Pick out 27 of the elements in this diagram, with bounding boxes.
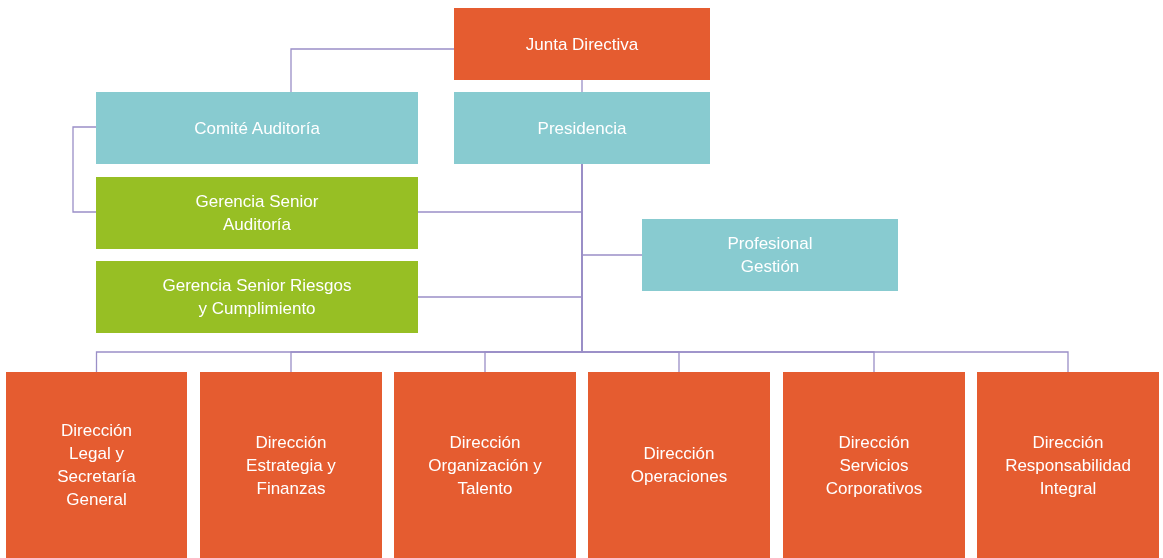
box-title: Gerencia Senior Riesgos y Cumplimiento xyxy=(162,275,352,320)
box-title: Dirección Organización y Talento xyxy=(427,431,543,500)
director-box xyxy=(588,372,770,558)
box-title: Profesional Gestión xyxy=(726,233,814,278)
box-title: Comité Auditoría xyxy=(194,117,320,140)
box-title: Junta Directiva xyxy=(525,33,639,56)
management-box xyxy=(96,177,418,249)
director-box xyxy=(6,372,187,558)
connector-line xyxy=(290,48,455,93)
director-box xyxy=(394,372,576,558)
connector-line xyxy=(581,79,583,93)
box-title: Dirección Operaciones xyxy=(629,443,729,488)
director-box xyxy=(977,372,1159,558)
box-title: Gerencia Senior Auditoría xyxy=(194,191,320,236)
box-title: Dirección Servicios Corporativos xyxy=(824,431,924,500)
box-title: Presidencia xyxy=(537,117,627,140)
director-box xyxy=(200,372,382,558)
box-title: Dirección Responsabilidad Integral xyxy=(1004,431,1132,500)
box-title: Dirección Legal y Secretaría General xyxy=(56,420,137,511)
connector-line xyxy=(72,126,97,213)
position-box xyxy=(642,219,898,291)
box-title: Dirección Estrategia y Finanzas xyxy=(245,431,337,500)
position-box xyxy=(96,92,418,164)
position-box xyxy=(454,92,710,164)
management-box xyxy=(96,261,418,333)
director-box xyxy=(783,372,965,558)
director-box xyxy=(454,8,710,80)
